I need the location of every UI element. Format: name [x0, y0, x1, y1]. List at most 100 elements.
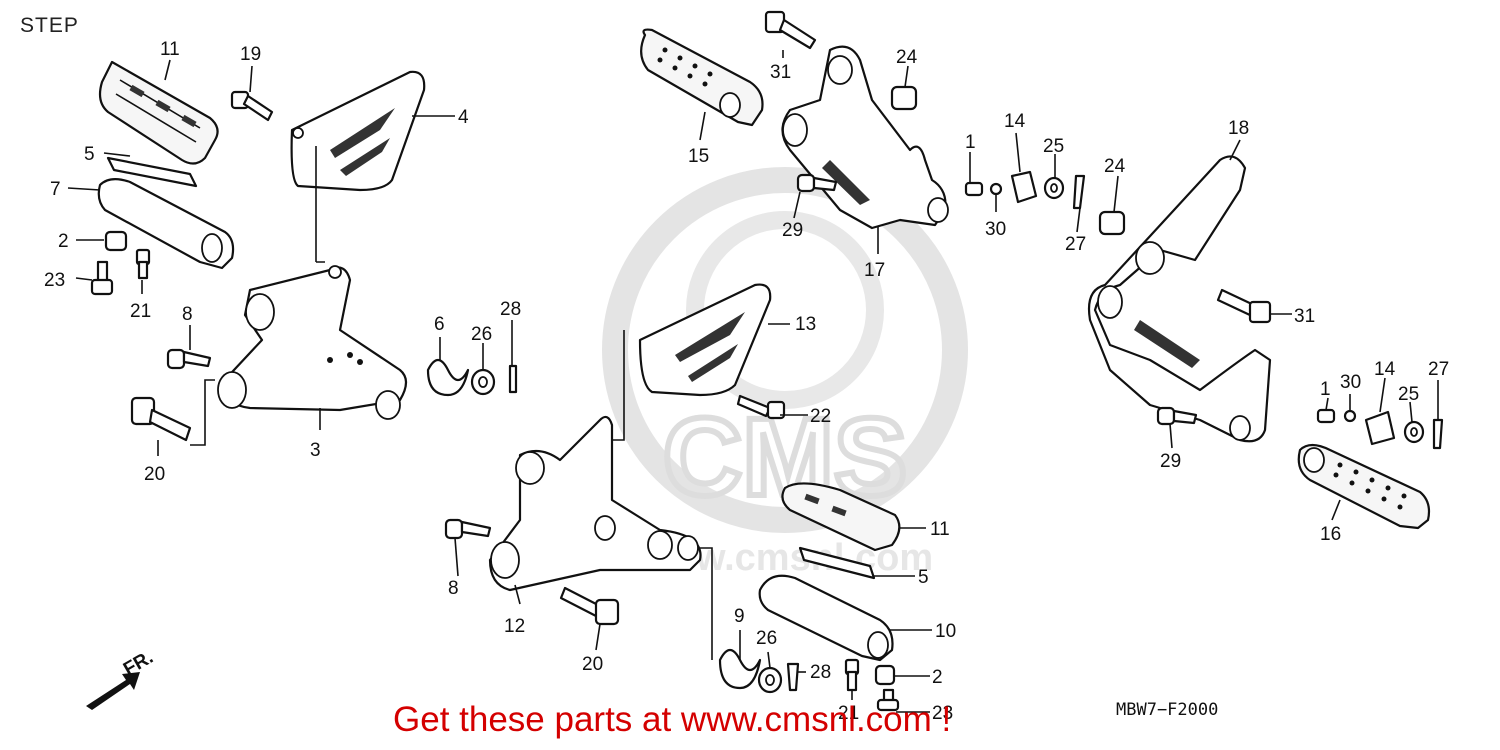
callout-30-lower: 30	[1340, 372, 1361, 393]
part-bolt-31-top[interactable]	[764, 10, 817, 50]
part-pin-29-right[interactable]	[1156, 406, 1198, 426]
callout-11-left: 11	[160, 39, 180, 60]
callout-2-left: 2	[58, 231, 69, 252]
part-heel-guard-left[interactable]	[290, 70, 426, 192]
part-cotter-pin-center[interactable]	[786, 662, 800, 692]
callout-10: 10	[935, 621, 956, 642]
part-cotter-27-top[interactable]	[1072, 174, 1086, 210]
part-ball-30-lower[interactable]	[1343, 409, 1357, 423]
callout-20-left: 20	[144, 464, 165, 485]
part-nut-24-right[interactable]	[1098, 210, 1126, 236]
part-spring-left[interactable]	[426, 358, 470, 397]
part-step-holder-left[interactable]	[217, 265, 408, 420]
part-footpeg-rubber-left[interactable]	[98, 60, 219, 165]
callout-19: 19	[240, 44, 261, 65]
part-step-holder-center[interactable]	[781, 45, 949, 230]
callout-8-left: 8	[182, 304, 193, 325]
part-heel-guard-center[interactable]	[638, 283, 772, 397]
part-pin-center[interactable]	[444, 518, 492, 540]
callout-13: 13	[795, 314, 816, 335]
part-plate-left[interactable]	[106, 156, 198, 188]
footer-banner-link[interactable]: Get these parts at www.cmsnl.com !	[393, 700, 952, 739]
callout-27-top: 27	[1065, 234, 1086, 255]
part-bolt-21-left[interactable]	[135, 248, 151, 280]
callout-23-left: 23	[44, 270, 65, 291]
part-bolt-23-center[interactable]	[876, 688, 900, 712]
callout-11-center: 11	[930, 519, 950, 540]
callout-1-lower: 1	[1320, 379, 1331, 400]
part-footpeg-right[interactable]	[1297, 443, 1431, 530]
part-step-holder-right[interactable]	[1087, 155, 1272, 443]
callout-29-center: 29	[782, 220, 803, 241]
leader-lines	[67, 50, 1439, 713]
part-plate-14-top[interactable]	[1010, 170, 1038, 204]
callout-29-right: 29	[1160, 451, 1181, 472]
part-bolt-19[interactable]	[230, 90, 274, 122]
part-footpeg-center[interactable]	[758, 574, 894, 662]
part-bolt-31-right[interactable]	[1216, 288, 1272, 324]
part-bolt-22[interactable]	[736, 394, 786, 420]
callout-1-top: 1	[965, 132, 976, 153]
callout-20-center: 20	[582, 654, 603, 675]
part-spring-center[interactable]	[718, 648, 762, 690]
callout-7: 7	[50, 179, 61, 200]
callout-12: 12	[504, 616, 525, 637]
part-washer-25-top[interactable]	[1043, 176, 1065, 200]
part-plate-center[interactable]	[798, 546, 876, 580]
callout-30-top: 30	[985, 219, 1006, 240]
callout-4: 4	[458, 107, 469, 128]
part-footpeg-rubber-center[interactable]	[781, 482, 901, 552]
part-footpeg-left[interactable]	[97, 178, 235, 270]
callout-3: 3	[310, 440, 321, 461]
callout-24-top: 24	[896, 47, 918, 68]
part-washer-center[interactable]	[757, 666, 783, 694]
front-direction-arrow: FR.	[86, 647, 157, 710]
callout-25-lower: 25	[1398, 384, 1419, 405]
part-plate-14-lower[interactable]	[1364, 410, 1396, 446]
part-collar-left[interactable]	[104, 230, 128, 252]
callout-31-top: 31	[770, 62, 791, 83]
part-step-holder-center-lower[interactable]	[488, 415, 702, 592]
callout-15: 15	[688, 146, 709, 167]
callout-27-lower: 27	[1428, 359, 1449, 380]
callout-25-top: 25	[1043, 136, 1064, 157]
callout-26-left: 26	[471, 324, 492, 345]
part-washer-left[interactable]	[470, 368, 496, 396]
callout-22: 22	[810, 406, 831, 427]
callout-31-right: 31	[1294, 306, 1315, 327]
part-bolt-23-left[interactable]	[90, 260, 114, 296]
callout-14-lower: 14	[1374, 359, 1396, 380]
callout-2-center: 2	[932, 667, 943, 688]
part-nut-24-top[interactable]	[890, 85, 918, 111]
callout-28-left: 28	[500, 299, 521, 320]
part-washer-25-lower[interactable]	[1403, 420, 1425, 444]
part-collar-center[interactable]	[874, 664, 896, 686]
part-bolt-20-center[interactable]	[559, 586, 620, 626]
part-spring-1-lower[interactable]	[1316, 408, 1336, 424]
part-pin-left[interactable]	[166, 348, 212, 370]
callout-23-center: 23	[932, 703, 953, 724]
callout-6: 6	[434, 314, 445, 335]
callout-5-center: 5	[918, 567, 929, 588]
callout-numbers: 11 19 4 5 7 2 23 21 8 3 20 6 26 28 31 24…	[44, 39, 1449, 724]
part-cotter-pin-left[interactable]	[508, 364, 518, 394]
callout-5-left: 5	[84, 144, 95, 165]
callout-16: 16	[1320, 524, 1341, 545]
callout-28-center: 28	[810, 662, 831, 683]
part-cotter-27-lower[interactable]	[1432, 418, 1444, 450]
part-spring-1-top[interactable]	[964, 181, 984, 197]
callout-9: 9	[734, 606, 745, 627]
callout-26-center: 26	[756, 628, 777, 649]
part-pin-29-center[interactable]	[796, 173, 838, 193]
callout-21-center: 21	[838, 703, 859, 724]
callout-8-center: 8	[448, 578, 459, 599]
part-bolt-20-left[interactable]	[130, 396, 192, 442]
part-bolt-21-center[interactable]	[844, 658, 860, 692]
callout-18: 18	[1228, 118, 1249, 139]
part-ball-30-top[interactable]	[989, 182, 1003, 196]
diagram-code: MBW7−F2000	[1116, 700, 1219, 720]
page-title: STEP	[20, 14, 79, 37]
part-footpeg-center-top[interactable]	[640, 28, 764, 127]
callout-14-top: 14	[1004, 111, 1026, 132]
